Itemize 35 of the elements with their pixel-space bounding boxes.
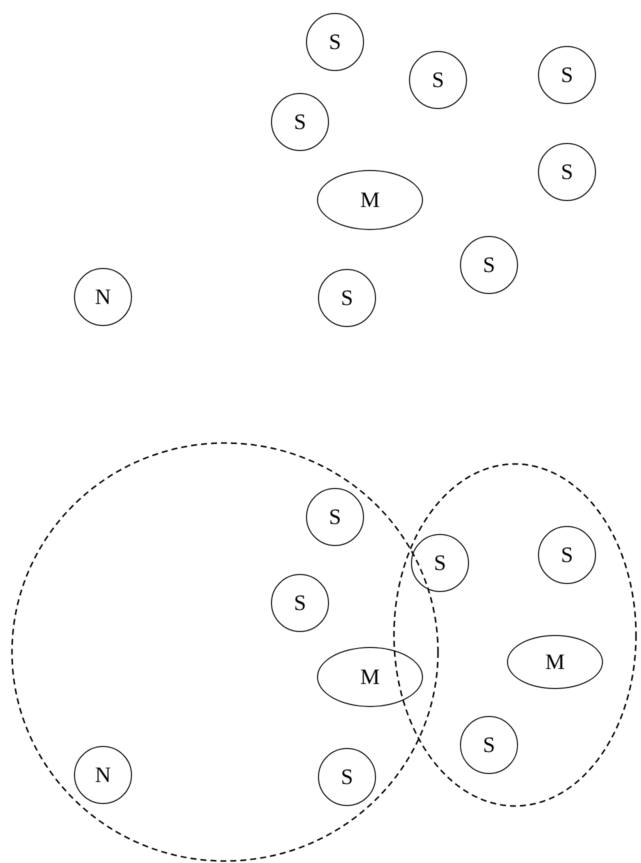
circle-node bbox=[460, 716, 518, 774]
circle-node bbox=[538, 526, 596, 584]
node-label: N bbox=[95, 764, 111, 786]
node-label: M bbox=[360, 189, 380, 211]
node-label: S bbox=[482, 734, 496, 756]
circle-node bbox=[271, 574, 329, 632]
node-label: M bbox=[360, 666, 380, 688]
node-label: S bbox=[340, 287, 354, 309]
dashed-circle bbox=[393, 463, 637, 807]
circle-node bbox=[318, 748, 376, 806]
circle-node bbox=[409, 51, 467, 109]
circle-node bbox=[271, 93, 329, 151]
node-label: N bbox=[95, 286, 111, 308]
circle-node bbox=[460, 236, 518, 294]
circle-node bbox=[74, 268, 132, 326]
circle-node bbox=[306, 13, 364, 71]
ellipse-node bbox=[317, 170, 423, 230]
node-label: S bbox=[294, 592, 306, 614]
node-label: S bbox=[328, 506, 342, 528]
circle-node bbox=[318, 269, 376, 327]
node-label: S bbox=[340, 766, 354, 788]
node-label: S bbox=[560, 161, 574, 183]
circle-node bbox=[538, 46, 596, 104]
node-label: S bbox=[560, 544, 574, 566]
node-label: S bbox=[294, 111, 306, 133]
node-label: S bbox=[328, 31, 342, 53]
circle-node bbox=[538, 143, 596, 201]
circle-node bbox=[74, 746, 132, 804]
circle-node bbox=[306, 488, 364, 546]
node-label: S bbox=[432, 69, 444, 91]
node-label: S bbox=[434, 552, 446, 574]
node-label: S bbox=[560, 64, 574, 86]
node-label: M bbox=[545, 651, 565, 673]
ellipse-node bbox=[507, 635, 603, 689]
node-label: S bbox=[482, 254, 496, 276]
